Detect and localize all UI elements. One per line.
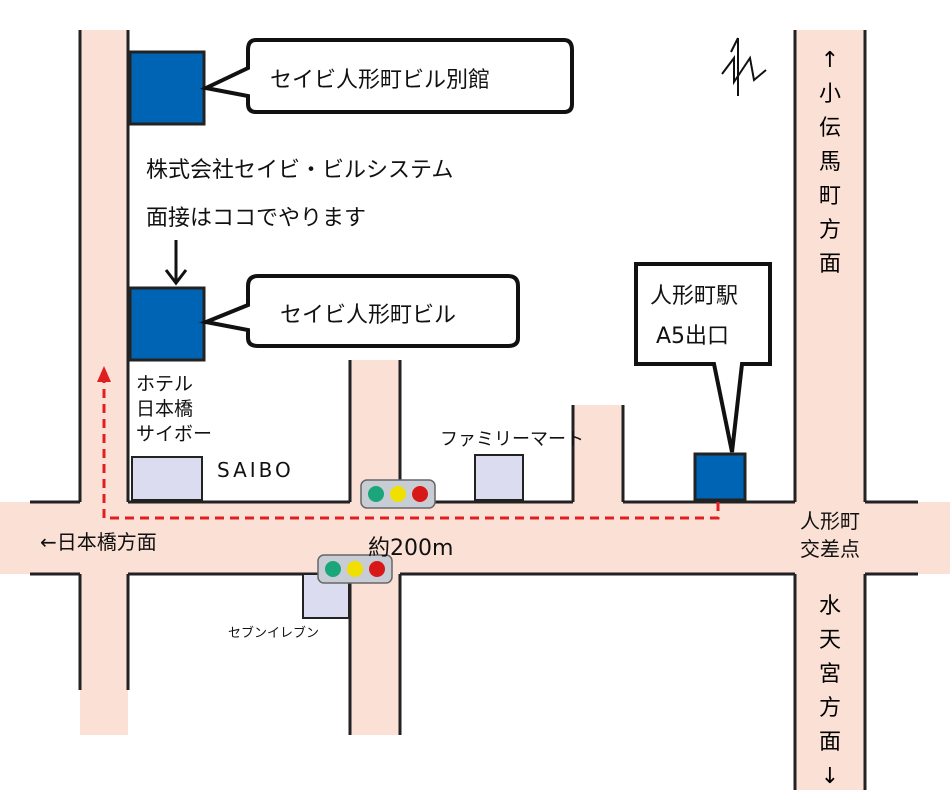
kodenmacho-char: 伝	[818, 116, 841, 141]
station-exit-label: A5出口	[656, 324, 730, 349]
main-building	[128, 286, 206, 362]
familymart-label: ファミリーマート	[440, 429, 584, 450]
traffic-light-icon	[317, 554, 393, 584]
interview-note: 面接はココでやります	[146, 206, 367, 231]
suitengu-char: 宮	[818, 662, 841, 687]
station-exit-building	[693, 452, 747, 502]
middle-road	[350, 360, 400, 735]
annex-callout	[199, 38, 574, 114]
traffic-light-icon	[360, 479, 436, 509]
kodenmacho-char: 面	[818, 252, 841, 277]
suitengu-char: 方	[818, 696, 841, 721]
north-arrow-icon	[721, 37, 767, 96]
main-building-callout	[198, 274, 520, 348]
intersection-label-line1: 人形町	[800, 509, 860, 533]
station-label: 人形町駅	[650, 284, 739, 309]
suitengu-char: 天	[818, 628, 841, 653]
distance-label: 約200m	[368, 536, 454, 561]
kodenmacho-char: 方	[818, 218, 841, 243]
kodenmacho-char: 町	[818, 184, 841, 209]
suitengu-direction: 水 天 宮 方 面 ↓	[815, 590, 845, 794]
road-edges	[30, 30, 918, 790]
suitengu-char: ↓	[820, 764, 840, 789]
station-callout	[634, 262, 772, 453]
company-label: 株式会社セイビ・ビルシステム	[146, 158, 454, 183]
intersection-label: 人形町 交差点	[800, 507, 860, 563]
kodenmacho-char: 小	[818, 82, 841, 107]
suitengu-char: 水	[818, 594, 841, 619]
annex-building	[128, 50, 206, 126]
seven-eleven-label: セブンイレブン	[228, 626, 320, 641]
saibo-label: SAIBO	[217, 458, 294, 482]
kodenmacho-direction: ↑ 小 伝 馬 町 方 面	[815, 44, 845, 282]
annex-label: セイビ人形町ビル別館	[270, 68, 491, 93]
right-road	[795, 30, 865, 790]
suitengu-char: 面	[818, 730, 841, 755]
main-road	[0, 502, 950, 574]
hotel-label-line1: ホテル	[136, 373, 194, 395]
walking-route	[102, 372, 720, 520]
hotel-label: ホテル 日本橋 サイボー	[136, 372, 212, 447]
down-arrow-icon	[164, 240, 188, 286]
kodenmacho-char: 馬	[818, 150, 841, 175]
small-road	[573, 405, 623, 503]
hotel-label-line3: サイボー	[136, 423, 213, 445]
nihonbashi-direction: ←日本橋方面	[40, 530, 157, 554]
hotel-label-line2: 日本橋	[136, 398, 194, 420]
main-building-label: セイビ人形町ビル	[280, 303, 457, 328]
hotel-saibo-shop	[131, 456, 203, 501]
route-arrowhead-icon	[97, 366, 111, 382]
familymart-shop	[474, 454, 524, 501]
intersection-label-line2: 交差点	[800, 537, 860, 561]
kodenmacho-char: ↑	[820, 48, 840, 73]
